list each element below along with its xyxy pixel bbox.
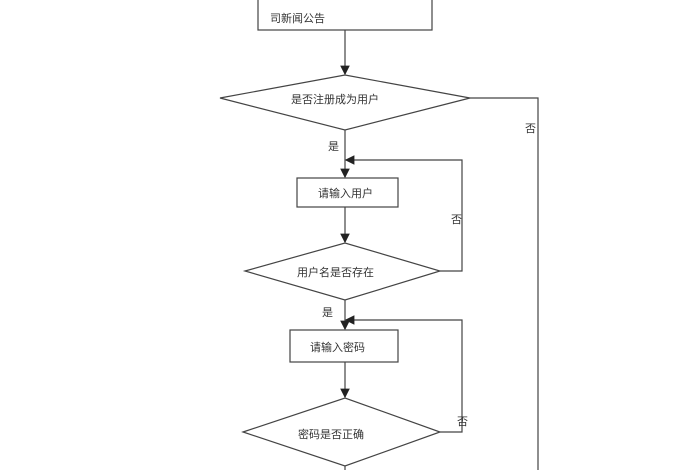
password-no-label: 否: [457, 415, 468, 428]
password-no-loop: [344, 315, 463, 433]
register-no-line: [470, 97, 539, 470]
decision-user-exists-text: 用户名是否存在: [297, 266, 374, 279]
start-box-text: 司新闻公告: [270, 12, 325, 25]
decision-register-text: 是否注册成为用户: [291, 93, 379, 106]
user-exists-no-loop: [344, 155, 463, 272]
register-no-label: 否: [525, 122, 536, 135]
input-user-box: [296, 177, 399, 208]
user-exists-no-label: 否: [451, 213, 462, 226]
user-exists-yes-label: 是: [322, 306, 333, 319]
input-user-text: 请输入用户: [318, 187, 373, 200]
input-password-text: 请输入密码: [310, 341, 365, 354]
register-yes-label: 是: [328, 140, 339, 153]
decision-password-text: 密码是否正确: [298, 428, 364, 441]
input-password-box: [289, 329, 399, 363]
